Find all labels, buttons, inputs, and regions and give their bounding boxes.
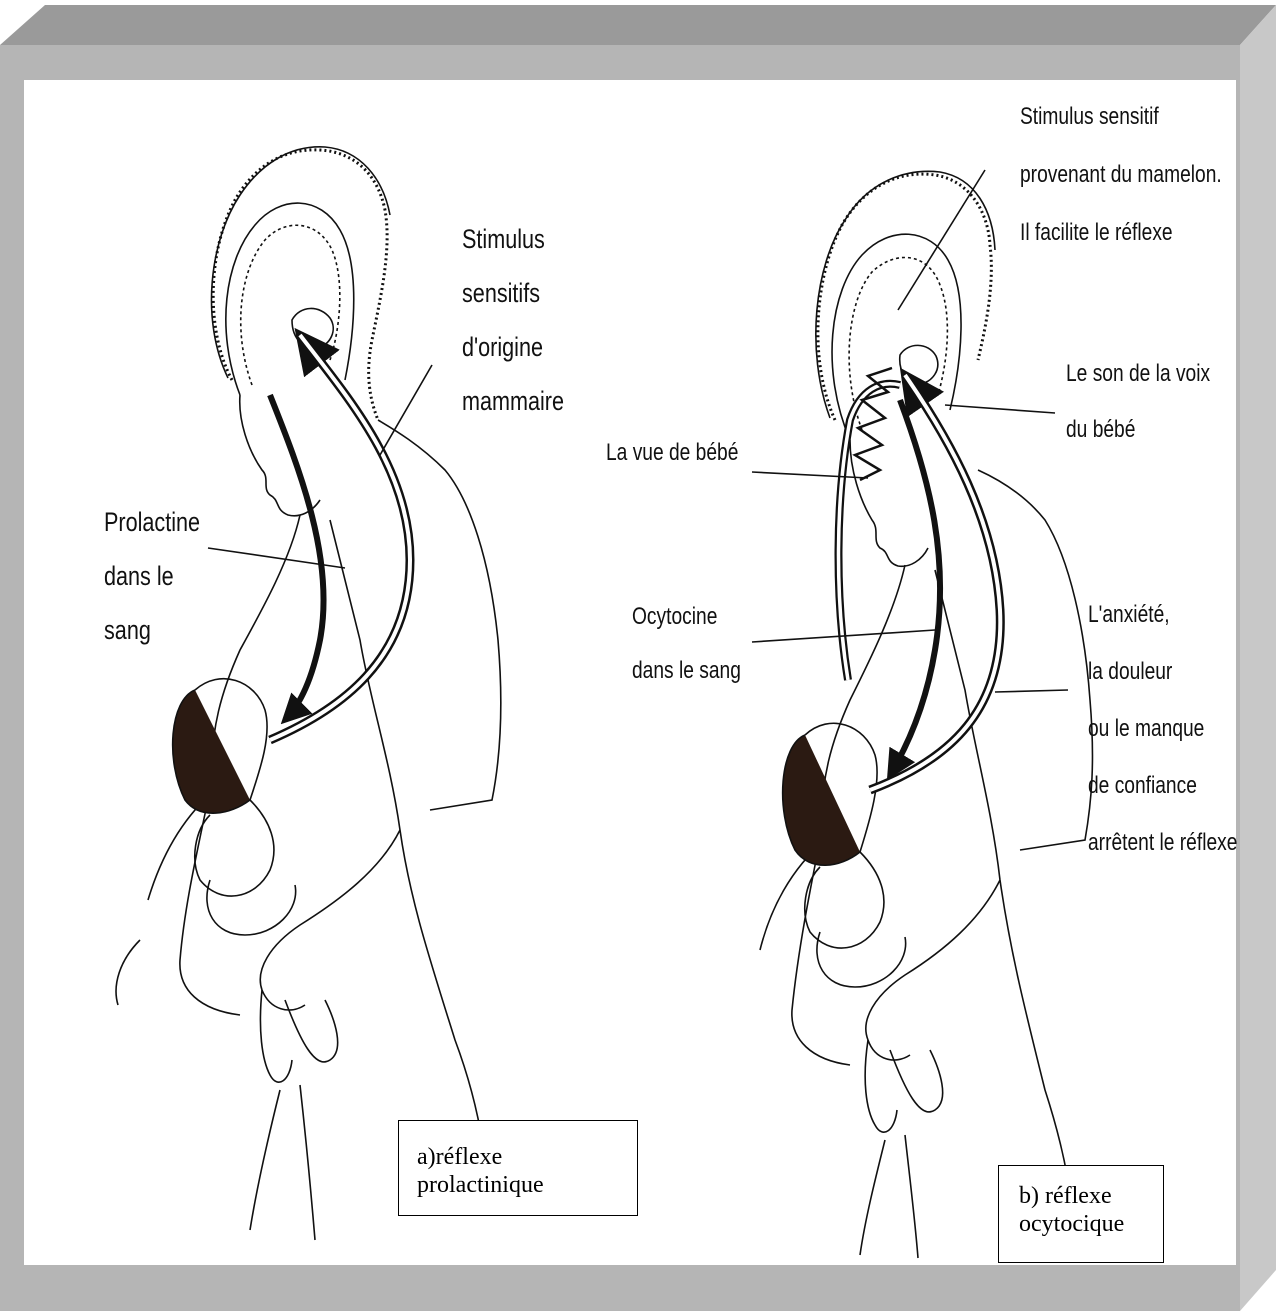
left-stimulus-label: Stimulus sensitifs d'origine mammaire (462, 212, 564, 428)
caption-line: b) réflexe (1019, 1182, 1163, 1210)
label-line: ou le manque (1088, 700, 1237, 757)
label-line: provenant du mamelon. (1020, 146, 1222, 204)
caption-line: ocytocique (1019, 1210, 1163, 1238)
caption-prolactin-reflex: a)réflexe prolactinique (398, 1120, 638, 1216)
caption-line: a)réflexe (417, 1143, 637, 1171)
caption-oxytocin-reflex: b) réflexe ocytocique (998, 1165, 1164, 1263)
right-ocytocine-label: Ocytocine dans le sang (632, 590, 741, 698)
label-line: la douleur (1088, 643, 1237, 700)
label-line: arrêtent le réflexe (1088, 814, 1237, 871)
label-line: La vue de bébé (606, 436, 738, 470)
label-line: du bébé (1066, 402, 1210, 458)
label-line: sensitifs (462, 266, 564, 320)
label-line: Il facilite le réflexe (1020, 204, 1222, 262)
right-inhibition-label: L'anxiété, la douleur ou le manque de co… (1088, 586, 1237, 871)
label-line: sang (104, 603, 200, 657)
label-line: L'anxiété, (1088, 586, 1237, 643)
label-line: Le son de la voix (1066, 346, 1210, 402)
label-line: Stimulus sensitif (1020, 88, 1222, 146)
label-line: Stimulus (462, 212, 564, 266)
label-line: Ocytocine (632, 590, 741, 644)
label-line: de confiance (1088, 757, 1237, 814)
label-line: d'origine (462, 320, 564, 374)
label-line: Prolactine (104, 495, 200, 549)
label-line: mammaire (462, 374, 564, 428)
left-prolactine-label: Prolactine dans le sang (104, 495, 200, 657)
right-sight-label: La vue de bébé (606, 436, 738, 470)
caption-line: prolactinique (417, 1171, 637, 1199)
right-nipple-stimulus-label: Stimulus sensitif provenant du mamelon. … (1020, 88, 1222, 262)
label-line: dans le (104, 549, 200, 603)
right-voice-label: Le son de la voix du bébé (1066, 346, 1210, 458)
label-line: dans le sang (632, 644, 741, 698)
